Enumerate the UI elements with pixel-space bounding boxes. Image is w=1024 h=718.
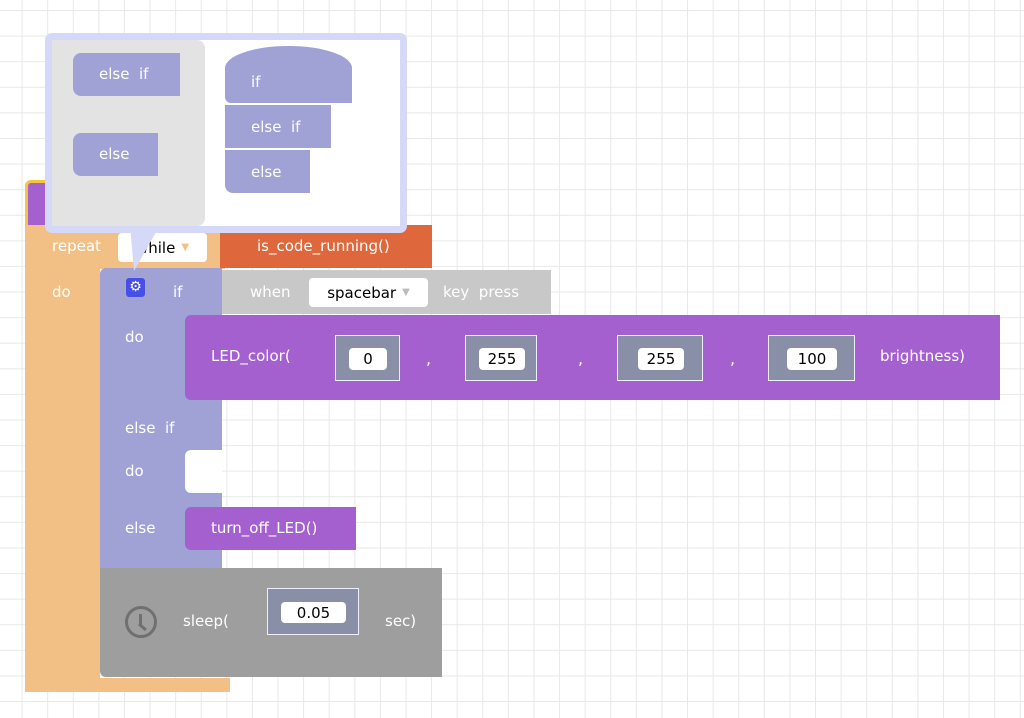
clock-icon (125, 606, 157, 638)
sleep-value-input[interactable]: 0.05 (281, 602, 346, 623)
else-label: else (125, 519, 156, 537)
palette-else-block[interactable]: else (73, 133, 158, 176)
led-color-label: LED_color( (211, 347, 291, 365)
led-color-block[interactable]: LED_color( 0 , 255 , 255 , 100 brightnes… (185, 315, 1000, 400)
repeat-do-label: do (52, 283, 71, 301)
red-input-block: 0 (335, 335, 400, 381)
brightness-value-input[interactable]: 100 (787, 348, 837, 370)
brightness-label: brightness) (880, 347, 965, 365)
repeat-label: repeat (52, 237, 101, 255)
preview-if-label: if (251, 73, 261, 91)
blue-value-input[interactable]: 255 (638, 348, 684, 370)
popup-pointer (130, 225, 160, 271)
preview-else-label: else (251, 163, 282, 181)
blue-input-block: 255 (617, 335, 703, 381)
is-code-running-label: is_code_running() (257, 237, 390, 255)
preview-else-block[interactable]: else (225, 150, 310, 193)
chevron-down-icon: ▼ (402, 287, 410, 298)
turn-off-led-label: turn_off_LED() (211, 519, 318, 537)
repeat-bottom (25, 678, 230, 692)
green-value-input[interactable]: 255 (479, 348, 525, 370)
else-if-label: else if (125, 419, 175, 437)
sleep-block[interactable]: sleep( 0.05 sec) (100, 568, 442, 677)
preview-if-block[interactable]: if (225, 46, 352, 103)
do-label: do (125, 328, 144, 346)
when-key-press-block[interactable]: when spacebar ▼ key press (222, 270, 551, 314)
palette-else-label: else (99, 145, 130, 163)
empty-do-slot (185, 450, 222, 493)
do2-label: do (125, 462, 144, 480)
sleep-label: sleep( (183, 612, 229, 630)
brightness-input-block: 100 (768, 335, 855, 381)
red-value-input[interactable]: 0 (349, 348, 387, 370)
preview-else-if-label: else if (251, 118, 301, 136)
comma: , (730, 349, 736, 368)
comma: , (578, 349, 584, 368)
palette-else-if-block[interactable]: else if (73, 53, 180, 96)
if-label: if (173, 283, 183, 301)
chevron-down-icon: ▼ (181, 242, 190, 253)
sleep-input-block: 0.05 (267, 588, 359, 635)
mutator-palette: else if else (52, 40, 205, 226)
key-press-label: key press (443, 283, 520, 301)
palette-else-if-label: else if (99, 65, 149, 83)
repeat-side (25, 225, 100, 692)
key-dropdown[interactable]: spacebar ▼ (309, 278, 428, 307)
gear-icon[interactable]: ⚙ (125, 277, 146, 298)
sec-label: sec) (385, 612, 417, 630)
key-value: spacebar (327, 283, 397, 302)
when-label: when (250, 283, 291, 301)
green-input-block: 255 (465, 335, 537, 381)
comma: , (426, 349, 432, 368)
preview-else-if-block[interactable]: else if (225, 105, 331, 148)
mutator-popup: else if else if else if else (45, 33, 407, 233)
turn-off-led-block[interactable]: turn_off_LED() (185, 507, 356, 550)
